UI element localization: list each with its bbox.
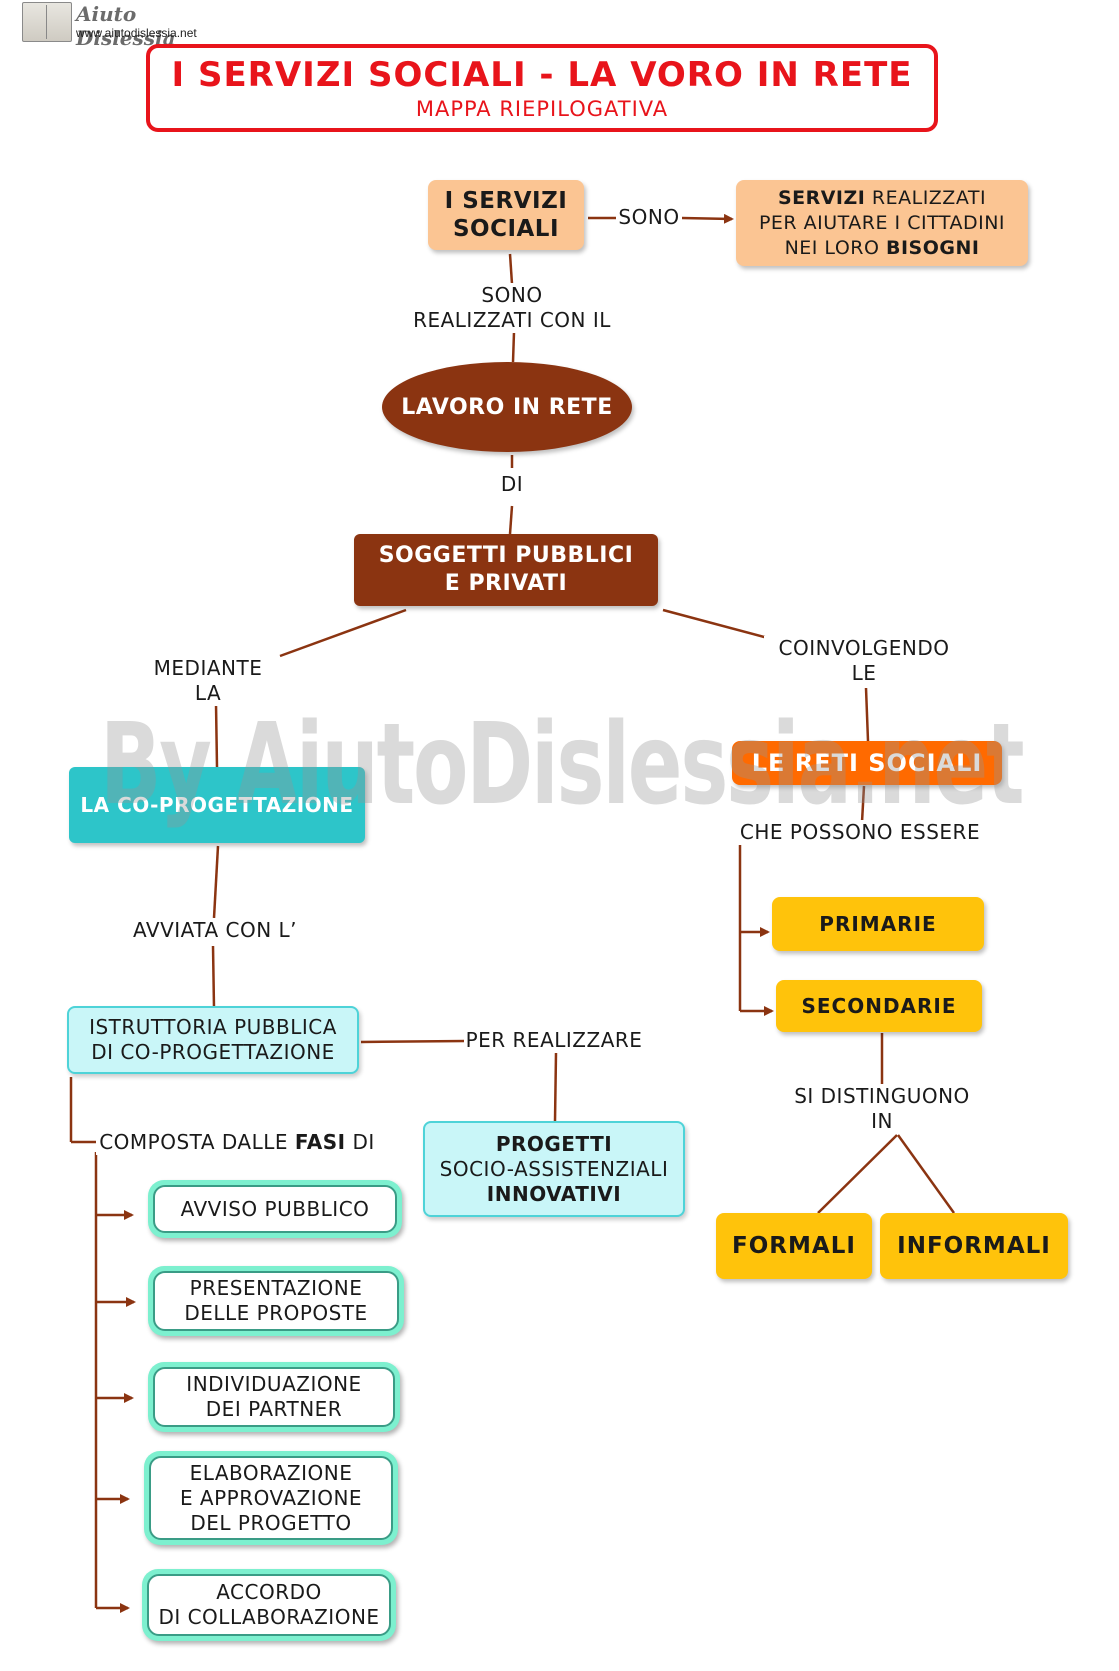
label-avviata: AVVIATA CON L’	[122, 918, 308, 943]
node-servizi-line2: SOCIALI	[452, 216, 560, 242]
phase-elaborazione: ELABORAZIONE E APPROVAZIONE DEL PROGETTO	[144, 1451, 398, 1545]
node-soggetti-line2: E PRIVATI	[444, 571, 568, 596]
phase-accordo: ACCORDO DI COLLABORAZIONE	[142, 1569, 396, 1641]
label-mediante: MEDIANTE LA	[150, 656, 266, 706]
phase-2-line2: DELLE PROPOSTE	[184, 1301, 368, 1325]
title-box: I SERVIZI SOCIALI - LA VORO IN RETE MAPP…	[146, 44, 938, 132]
page-subtitle: MAPPA RIEPILOGATIVA	[415, 97, 669, 121]
node-informali: INFORMALI	[880, 1213, 1068, 1279]
phase-4-line3: DEL PROGETTO	[190, 1510, 352, 1535]
node-istruttoria: ISTRUTTORIA PUBBLICA DI CO-PROGETTAZIONE	[67, 1006, 359, 1074]
logo-url: www.aiutodislessia.net	[76, 26, 197, 40]
definizione-line1: SERVIZI REALIZZATI	[777, 186, 987, 209]
label-coinvolgendo: COINVOLGENDO LE	[764, 636, 964, 686]
label-composta: COMPOSTA DALLE FASI DI	[96, 1130, 378, 1155]
node-reti-sociali: LE RETI SOCIALI	[732, 741, 1002, 785]
phase-2-line1: PRESENTAZIONE	[189, 1276, 363, 1300]
node-formali: FORMALI	[716, 1213, 872, 1279]
phase-avviso-pubblico: AVVISO PUBBLICO	[148, 1180, 402, 1238]
node-istruttoria-line1: ISTRUTTORIA PUBBLICA	[89, 1015, 337, 1039]
phase-1-line1: AVVISO PUBBLICO	[180, 1196, 370, 1221]
label-possono-essere: CHE POSSONO ESSERE	[732, 820, 988, 845]
node-primarie: PRIMARIE	[772, 897, 984, 951]
phase-presentazione: PRESENTAZIONE DELLE PROPOSTE	[148, 1266, 404, 1336]
node-istruttoria-line2: DI CO-PROGETTAZIONE	[91, 1040, 335, 1064]
node-servizi-line1: I SERVIZI	[444, 188, 568, 214]
node-progetti: PROGETTI SOCIO-ASSISTENZIALI INNOVATIVI	[423, 1121, 685, 1217]
node-progetti-line3: INNOVATIVI	[486, 1181, 622, 1206]
label-per-realizzare: PER REALIZZARE	[464, 1028, 644, 1053]
node-lavoro-in-rete: LAVORO IN RETE	[382, 362, 632, 452]
node-secondarie: SECONDARIE	[776, 980, 982, 1032]
node-co-progettazione: LA CO-PROGETTAZIONE	[69, 767, 365, 843]
node-servizi-sociali: I SERVIZI SOCIALI	[428, 180, 584, 250]
book-icon	[22, 2, 72, 42]
node-soggetti: SOGGETTI PUBBLICI E PRIVATI	[354, 534, 658, 606]
site-logo[interactable]: Aiuto Dislessia www.aiutodislessia.net	[22, 2, 222, 50]
phase-3-line1: INDIVIDUAZIONE	[186, 1372, 362, 1396]
node-progetti-line1: PROGETTI	[495, 1131, 613, 1156]
phase-individuazione: INDIVIDUAZIONE DEI PARTNER	[148, 1362, 400, 1432]
label-realizzati: SONO REALIZZATI CON IL	[400, 283, 624, 333]
label-sono: SONO	[616, 205, 682, 230]
node-definizione: SERVIZI REALIZZATI PER AIUTARE I CITTADI…	[736, 180, 1028, 266]
phase-4-line1: ELABORAZIONE	[189, 1460, 353, 1485]
phase-3-line2: DEI PARTNER	[205, 1397, 343, 1421]
node-progetti-line2: SOCIO-ASSISTENZIALI	[439, 1156, 669, 1181]
node-soggetti-line1: SOGGETTI PUBBLICI	[378, 543, 634, 568]
label-di: DI	[496, 472, 528, 497]
definizione-line3: NEI LORO BISOGNI	[784, 236, 980, 259]
definizione-line2: PER AIUTARE I CITTADINI	[758, 211, 1006, 234]
page-title: I SERVIZI SOCIALI - LA VORO IN RETE	[171, 55, 913, 95]
phase-5-line1: ACCORDO	[216, 1580, 322, 1604]
phase-4-line2: E APPROVAZIONE	[179, 1485, 363, 1510]
label-si-distinguono: SI DISTINGUONO IN	[776, 1084, 988, 1134]
phase-5-line2: DI COLLABORAZIONE	[158, 1605, 380, 1629]
